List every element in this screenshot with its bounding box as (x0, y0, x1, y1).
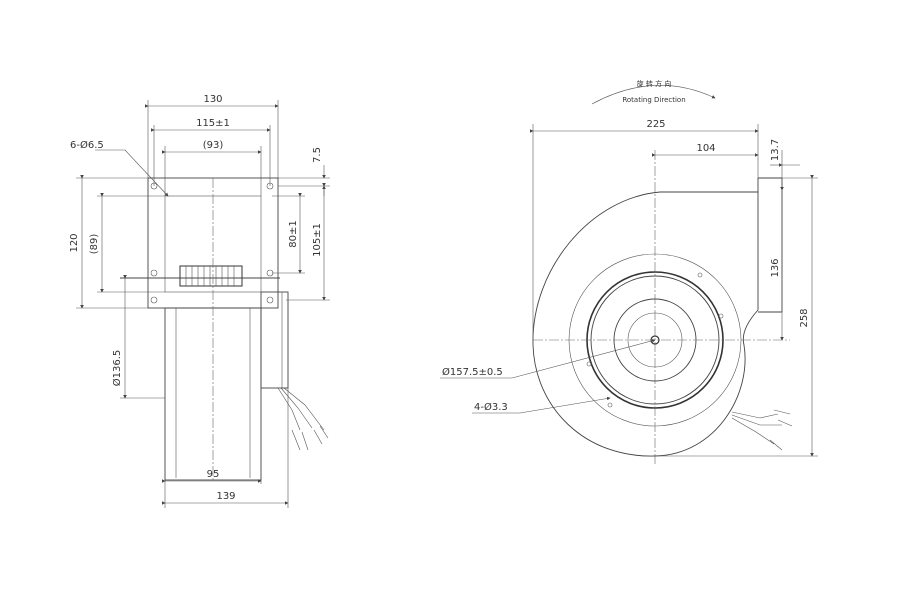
dim-mount-holes: 4-Ø3.3 (474, 401, 508, 413)
dim-flange-offset: 7.5 (312, 147, 323, 163)
dim-height-total: 120 (69, 233, 80, 252)
dim-outlet-height: 136 (770, 258, 781, 277)
dim-inner-height: (89) (89, 234, 100, 255)
dim-housing-width: 95 (207, 469, 220, 480)
dim-hole-spacing: 115±1 (196, 118, 230, 129)
front-view: 旋 转 方 向 Rotating Direction (440, 79, 818, 465)
dim-overall-width: 225 (646, 119, 665, 130)
dim-diameter: Ø136.5 (111, 350, 123, 387)
dim-overall-height: 258 (799, 308, 810, 327)
rotation-label: Rotating Direction (622, 96, 685, 104)
side-cable (277, 387, 329, 451)
side-view: 130 115±1 (93) 6-Ø6.5 7.5 80±1 105±1 120 (69, 94, 330, 508)
dim-holes: 6-Ø6.5 (70, 139, 104, 151)
dim-overall-depth: 139 (216, 491, 235, 502)
side-mount-holes (150, 182, 274, 304)
dim-impeller-diameter: Ø157.5±0.5 (442, 366, 503, 378)
side-motor-fins (185, 266, 235, 286)
dim-outlet-edge: 13.7 (770, 139, 781, 161)
rotation-arrow (591, 85, 716, 105)
front-mount-holes (586, 272, 724, 408)
side-motor (179, 265, 243, 287)
dim-width-total: 130 (203, 94, 222, 105)
dim-outlet-offset: 104 (696, 143, 715, 154)
dim-vert-hole-spacing: 80±1 (288, 220, 299, 247)
front-cable (731, 409, 793, 451)
dim-inner-width: (93) (203, 140, 224, 151)
rotation-label-cn: 旋 转 方 向 (637, 79, 672, 88)
scroll-housing (532, 178, 759, 457)
dim-top-to-hole: 105±1 (312, 223, 323, 257)
